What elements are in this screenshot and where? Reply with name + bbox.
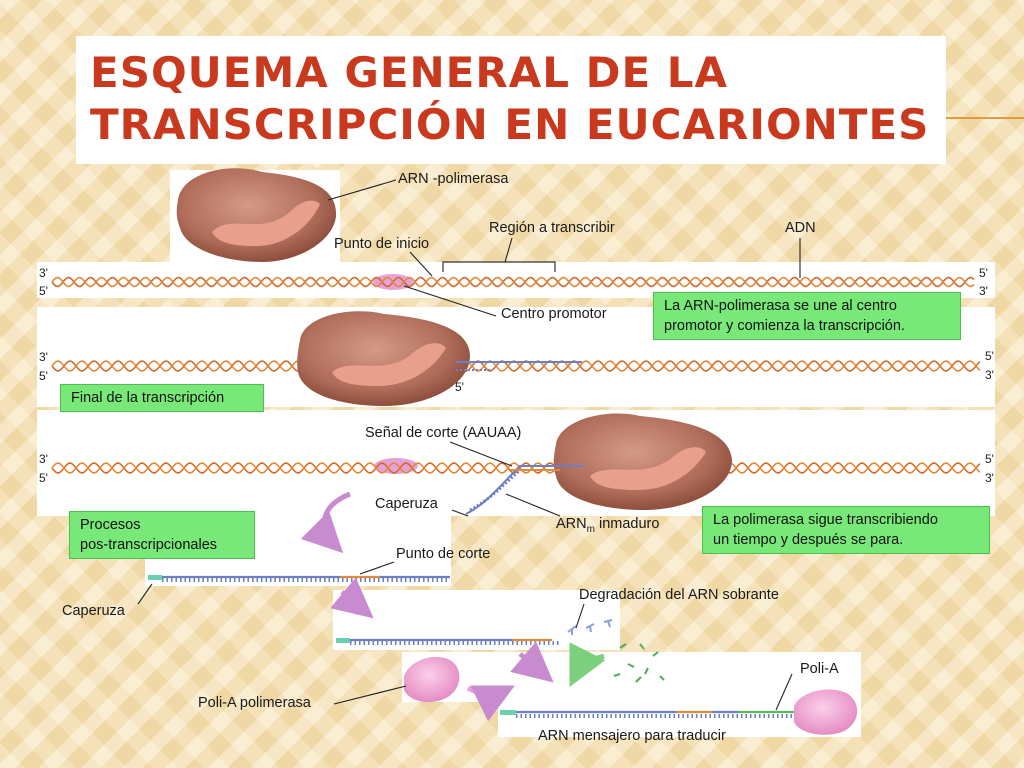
strand-end-3-bottom-left: 5' bbox=[39, 471, 48, 485]
free-nucleotides bbox=[613, 643, 665, 683]
mrna-strand-2 bbox=[336, 638, 560, 645]
label-punto-inicio: Punto de inicio bbox=[334, 236, 430, 252]
arrow-degradation bbox=[569, 642, 606, 687]
polymerase-on-dna bbox=[297, 311, 470, 406]
label-region-transcribir: Región a transcribir bbox=[489, 220, 615, 236]
mrna-strand-final bbox=[500, 710, 800, 718]
dna-helix-1 bbox=[51, 276, 975, 288]
label-poli-a: Poli-A bbox=[800, 661, 839, 677]
page-title-line-1: ESQUEMA GENERAL DE LA bbox=[90, 48, 729, 97]
strand-end-3-top-left: 3' bbox=[39, 452, 48, 466]
leader-punto-inicio bbox=[409, 251, 433, 277]
label-arn-polimerasa: ARN -polimerasa bbox=[398, 171, 509, 187]
label-centro-promotor: Centro promotor bbox=[501, 306, 607, 322]
label-arn-mensajero: ARN mensajero para traducir bbox=[538, 728, 726, 744]
label-degradacion: Degradación del ARN sobrante bbox=[579, 587, 779, 603]
label-arnm-inmaduro: ARNm inmaduro bbox=[556, 516, 660, 535]
strand-end-1-top-left: 3' bbox=[39, 266, 48, 280]
rna-polymerase-image bbox=[176, 168, 337, 262]
dna-helix-3 bbox=[51, 462, 981, 474]
strand-end-3-bottom-right: 3' bbox=[985, 471, 994, 485]
arrow-to-processing bbox=[300, 491, 352, 554]
leader-poli-a-polimerasa bbox=[333, 685, 407, 705]
page-title-line-2: TRANSCRIPCIÓN EN EUCARIONTES bbox=[90, 100, 930, 149]
leader-degradacion bbox=[575, 603, 585, 629]
strand-end-2-bottom-right: 3' bbox=[985, 368, 994, 382]
leader-centro-promotor bbox=[403, 285, 497, 317]
label-adn: ADN bbox=[785, 220, 816, 236]
strand-end-2-bottom-left: 5' bbox=[39, 369, 48, 383]
strand-end-2-top-right: 5' bbox=[985, 349, 994, 363]
label-punto-corte: Punto de corte bbox=[396, 546, 491, 562]
box-polimerasa-une: La ARN-polimerasa se une al centro promo… bbox=[653, 292, 961, 340]
strand-end-1-bottom-left: 5' bbox=[39, 284, 48, 298]
strand-end-1-bottom-right: 3' bbox=[979, 284, 988, 298]
promoter-region-3 bbox=[374, 458, 418, 474]
box-procesos: Procesos pos-transcripcionales bbox=[69, 511, 255, 559]
leader-caperuza-2 bbox=[137, 583, 153, 605]
arrow-step-3 bbox=[510, 641, 554, 683]
leader-region bbox=[504, 237, 513, 263]
label-senal-corte: Señal de corte (AAUAA) bbox=[365, 425, 522, 441]
region-bracket bbox=[442, 261, 556, 272]
leader-arnm bbox=[505, 493, 561, 517]
rna-5-end: 5' bbox=[455, 380, 464, 394]
strand-end-2-top-left: 3' bbox=[39, 350, 48, 364]
poli-a-polymerase-image bbox=[404, 656, 460, 703]
leader-poli-a bbox=[775, 673, 793, 711]
poli-a-polymerase-on-mrna bbox=[794, 689, 858, 735]
polymerase-leaving bbox=[553, 413, 732, 510]
degraded-rna-fragments bbox=[567, 619, 613, 635]
box-polimerasa-sigue: La polimerasa sigue transcribiendo un ti… bbox=[702, 506, 990, 554]
label-caperuza-2: Caperuza bbox=[62, 603, 125, 619]
label-poli-a-polimerasa: Poli-A polimerasa bbox=[198, 695, 311, 711]
arrow-poli-a bbox=[466, 685, 515, 722]
leader-arn-polimerasa bbox=[327, 179, 397, 201]
box-final-transcripcion: Final de la transcripción bbox=[60, 384, 264, 412]
arrow-step-2 bbox=[330, 577, 374, 619]
leader-caperuza-1 bbox=[451, 509, 469, 517]
leader-senal-corte bbox=[449, 441, 513, 467]
title-box: ESQUEMA GENERAL DE LA TRANSCRIPCIÓN EN E… bbox=[76, 36, 946, 164]
decorative-line bbox=[946, 117, 1024, 119]
strand-end-3-top-right: 5' bbox=[985, 452, 994, 466]
leader-punto-corte bbox=[359, 561, 395, 575]
label-caperuza-1: Caperuza bbox=[375, 496, 438, 512]
mrna-strand-1 bbox=[148, 575, 450, 582]
strand-end-1-top-right: 5' bbox=[979, 266, 988, 280]
